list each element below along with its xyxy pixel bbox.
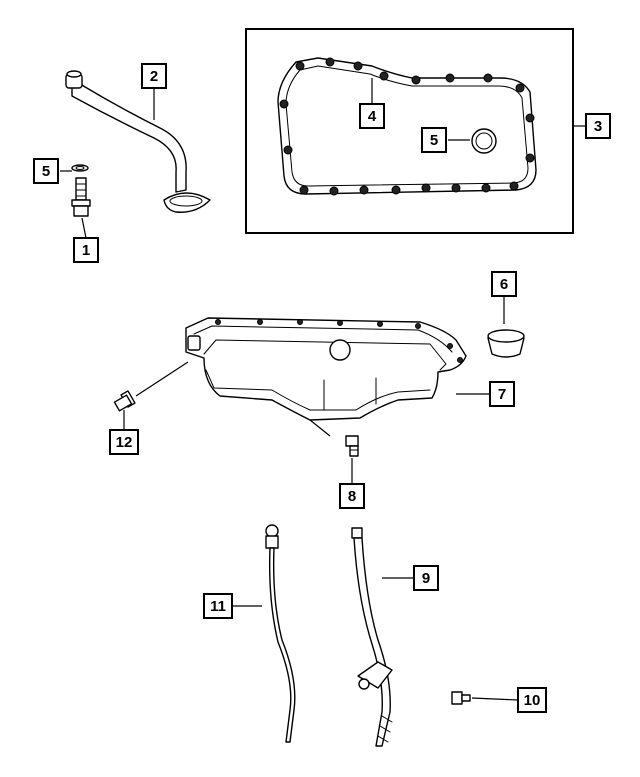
gasket-bolt-hole	[299, 185, 309, 195]
drain-plug	[345, 435, 359, 457]
gasket-kit-frame	[245, 28, 574, 234]
pan-flange-bolt-holes	[215, 319, 463, 363]
gasket-bolt-hole	[379, 71, 389, 81]
oil-pan-bolt	[113, 390, 136, 412]
gasket-bolt-hole	[525, 153, 535, 163]
o-ring-kit	[471, 128, 497, 154]
gasket-bolt-hole	[295, 61, 305, 71]
pan-bolt-hole	[377, 321, 383, 327]
callout-4: 4	[359, 103, 385, 129]
svg-text:9: 9	[422, 570, 430, 587]
gasket-bolt-hole	[525, 113, 535, 123]
svg-text:3: 3	[594, 118, 602, 135]
callout-5-left: 5	[33, 158, 59, 184]
callout-12: 12	[109, 429, 139, 455]
svg-text:4: 4	[368, 108, 377, 125]
svg-text:12: 12	[116, 434, 133, 451]
o-ring-small	[71, 164, 89, 172]
gasket-bolt-hole	[391, 185, 401, 195]
svg-text:6: 6	[500, 276, 508, 293]
gasket-bolt-hole	[353, 61, 363, 71]
pan-bolt-hole	[257, 319, 263, 325]
svg-text:7: 7	[498, 386, 506, 403]
callout-2: 2	[141, 63, 167, 89]
pan-bolt-hole	[297, 319, 303, 325]
gasket-bolt-hole	[445, 73, 455, 83]
svg-text:8: 8	[348, 488, 356, 505]
gasket-bolt-hole	[451, 183, 461, 193]
callouts: 1 2 3 4 5 5 6 7	[33, 63, 611, 713]
gasket-bolt-hole	[325, 57, 335, 67]
leader-lines	[60, 78, 586, 701]
gasket-bolt-hole	[359, 185, 369, 195]
pan-bolt-hole	[415, 323, 421, 329]
callout-6: 6	[491, 271, 517, 297]
pan-bolt-hole	[447, 343, 453, 349]
drain-plug-cap	[487, 329, 525, 358]
gasket-bolt-hole	[411, 75, 421, 85]
callout-1: 1	[73, 237, 99, 263]
pan-bolt-hole	[337, 320, 343, 326]
svg-text:2: 2	[150, 68, 158, 85]
oil-dipstick	[265, 524, 296, 743]
gasket-bolt-hole	[515, 83, 525, 93]
svg-text:1: 1	[82, 242, 90, 259]
gasket-bolt-hole	[481, 183, 491, 193]
pickup-tube-bolt	[71, 177, 91, 217]
callout-9: 9	[413, 565, 439, 591]
oil-pan	[185, 317, 467, 421]
callout-10: 10	[517, 687, 547, 713]
callout-8: 8	[339, 483, 365, 509]
svg-text:5: 5	[430, 132, 438, 149]
pan-bolt-hole	[215, 319, 221, 325]
svg-text:5: 5	[42, 163, 50, 180]
oil-pan-gasket	[277, 57, 537, 195]
gasket-bolt-hole	[509, 181, 519, 191]
pan-bolt-hole	[457, 357, 463, 363]
gasket-bolt-hole	[279, 99, 289, 109]
svg-text:11: 11	[210, 598, 226, 615]
gasket-bolt-hole	[421, 183, 431, 193]
callout-5-right: 5	[421, 127, 447, 153]
dipstick-tube	[351, 527, 393, 747]
callout-7: 7	[489, 381, 515, 407]
svg-text:10: 10	[524, 692, 541, 709]
gasket-bolt-hole	[329, 186, 339, 196]
gasket-bolt-holes	[279, 57, 535, 196]
gasket-bolt-hole	[483, 73, 493, 83]
callout-11: 11	[203, 593, 233, 619]
callout-3: 3	[585, 113, 611, 139]
oil-pickup-tube	[65, 70, 211, 213]
bracket-bolt	[451, 691, 471, 705]
gasket-bolt-hole	[283, 145, 293, 155]
